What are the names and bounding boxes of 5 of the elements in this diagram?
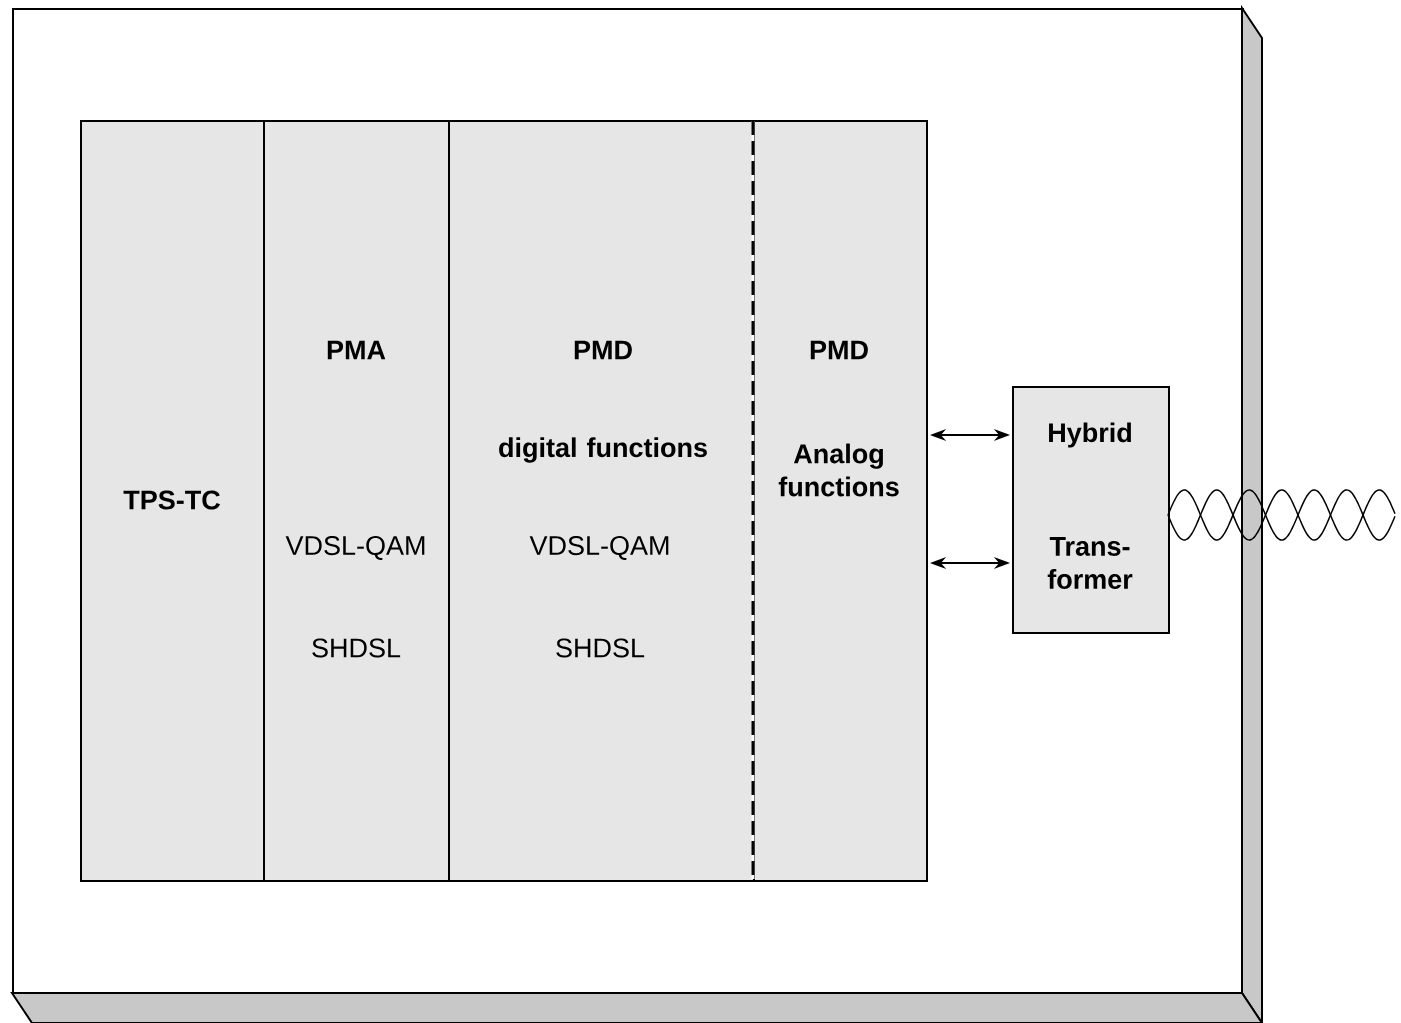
layer-column: TPS-TC [80,120,265,882]
layer-column: PMD digital functions VDSL-QAM SHDSL [448,120,755,882]
hybrid-box: Hybrid Trans- former [1012,386,1170,634]
layer-column: PMA VDSL-QAM SHDSL [263,120,450,882]
layer-column: PMD Analog functions [753,120,928,882]
